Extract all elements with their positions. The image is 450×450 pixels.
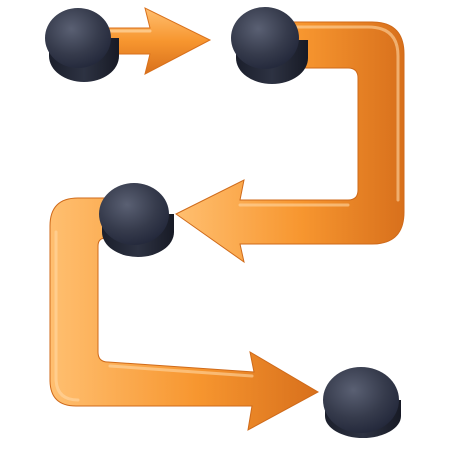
connector-2 bbox=[175, 21, 405, 264]
flow-node-icon bbox=[231, 7, 308, 84]
flow-node-icon bbox=[45, 8, 119, 82]
flow-node-icon bbox=[323, 367, 401, 438]
flow-node-icon bbox=[99, 183, 174, 257]
connector-3 bbox=[49, 197, 320, 431]
